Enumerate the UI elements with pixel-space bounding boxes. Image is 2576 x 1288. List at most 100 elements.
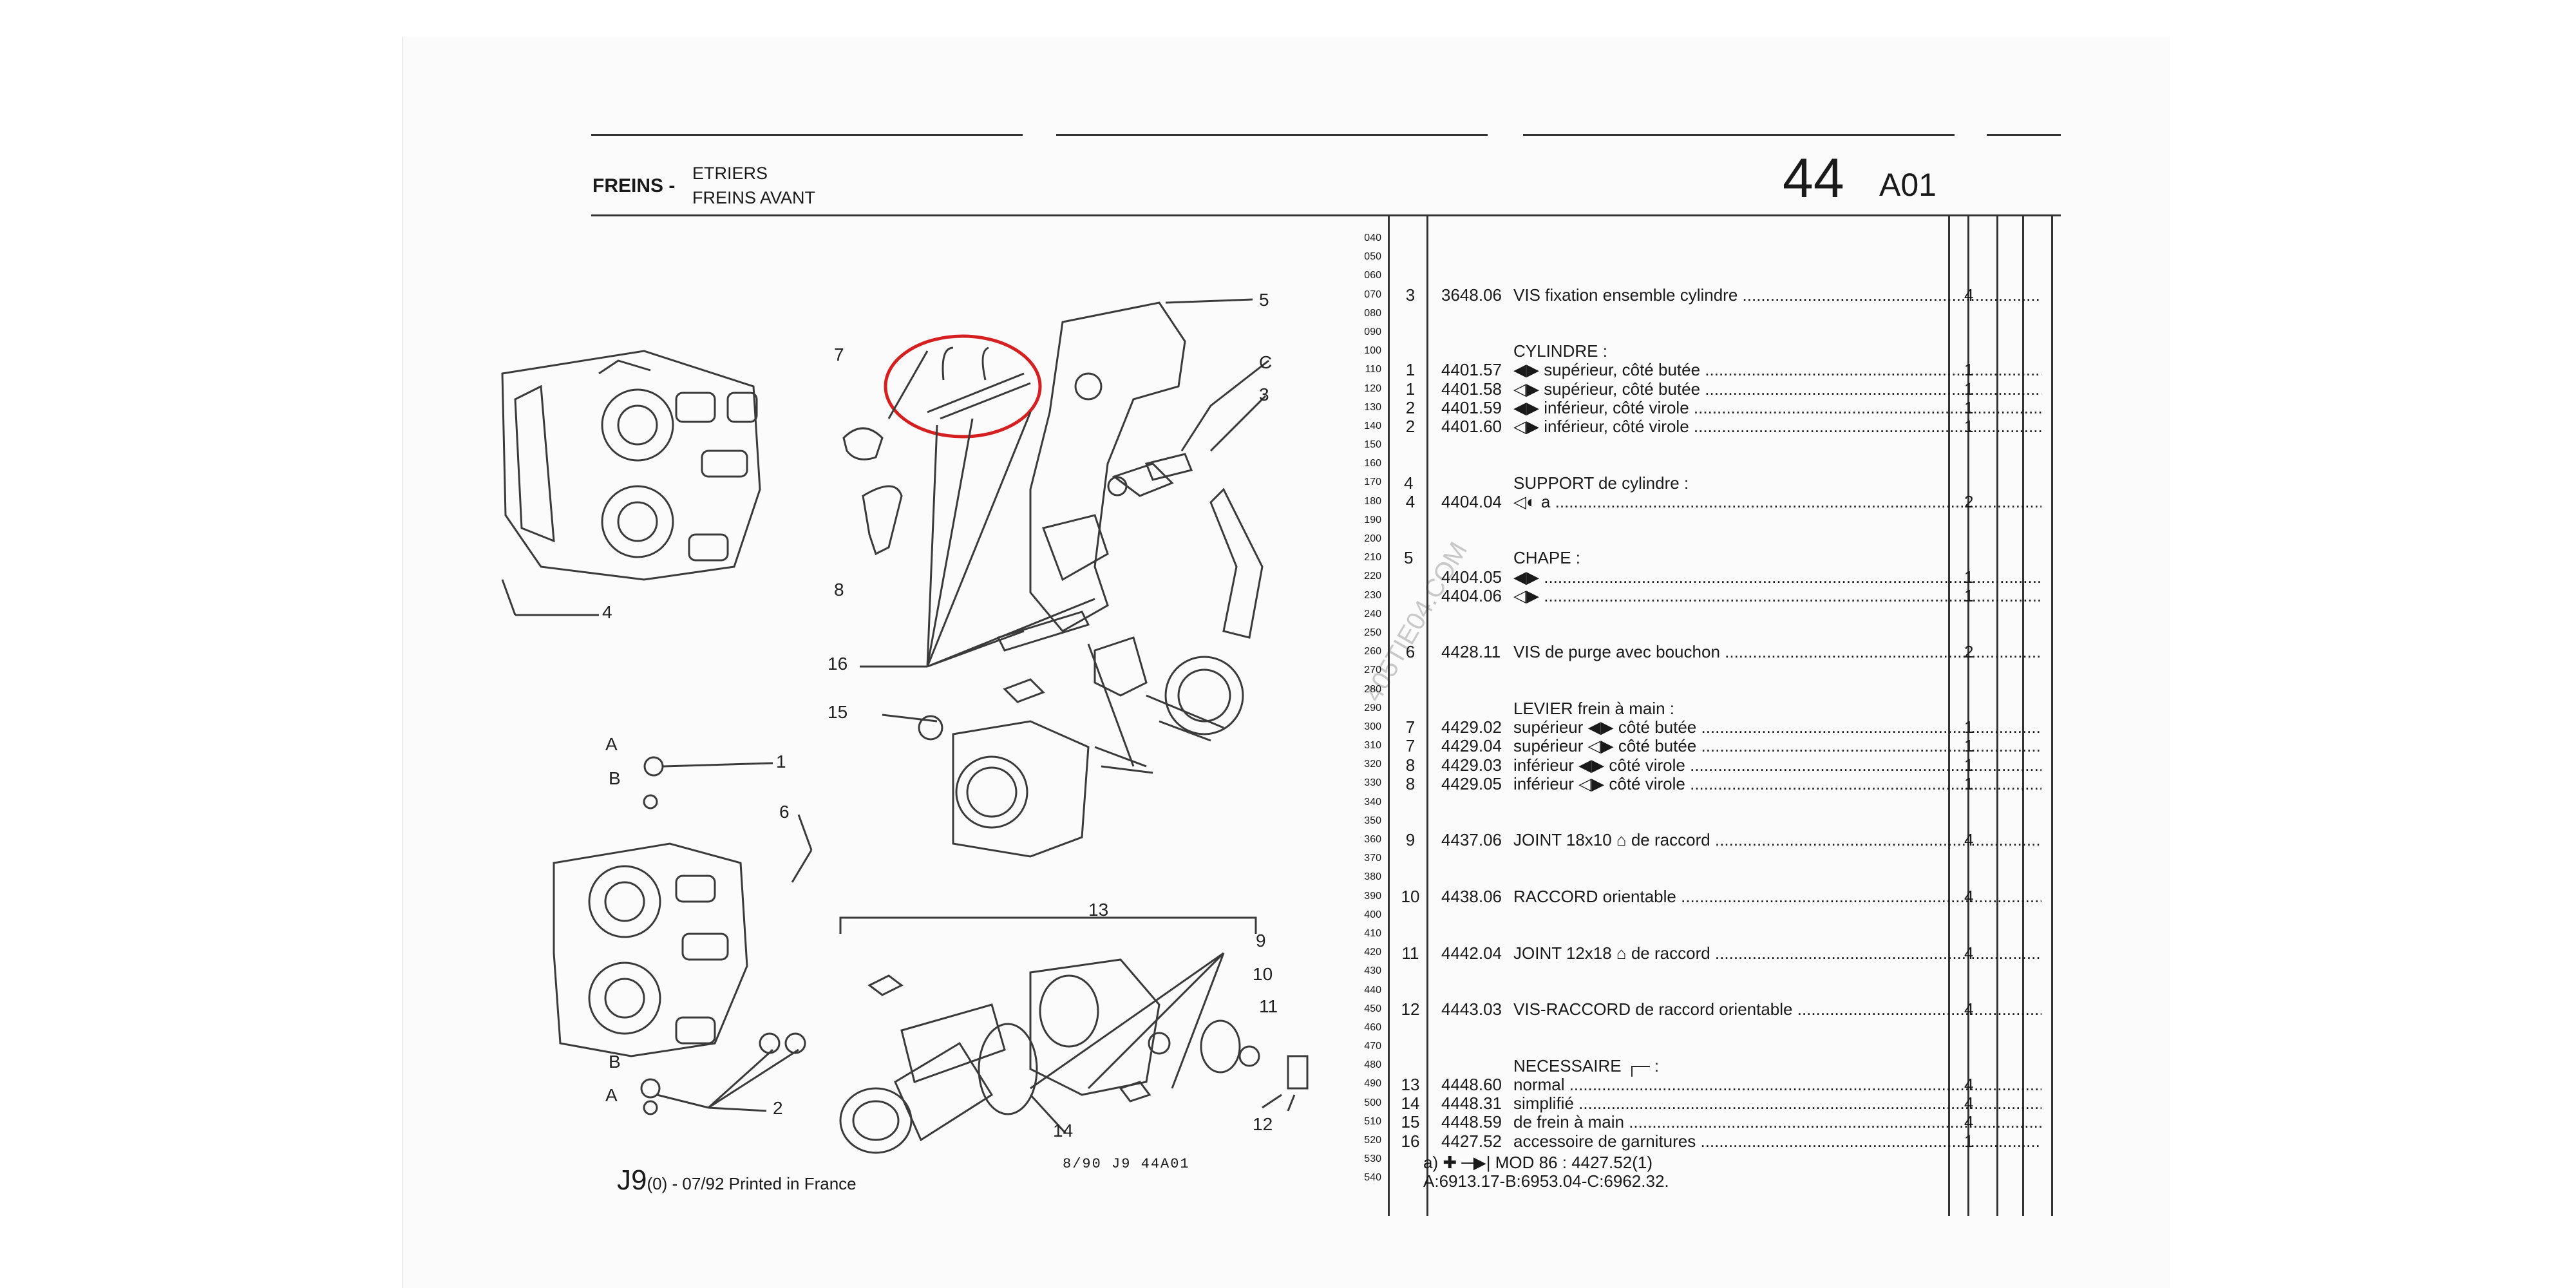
part-rep: 4 xyxy=(1405,491,1416,511)
line-number: 300 xyxy=(1364,721,1381,732)
callout-6: 6 xyxy=(779,802,790,822)
line-number: 370 xyxy=(1364,853,1381,864)
part-rep: 7 xyxy=(1405,717,1416,737)
part-description: normal xyxy=(1513,1075,2041,1095)
part-description-text: inférieur ◁▶ côté virole xyxy=(1513,774,2041,793)
part-description-text: JOINT 12x18 ⌂ de raccord xyxy=(1513,943,2041,963)
grid-line xyxy=(2022,214,2024,1216)
part-description: supérieur ◀▶ côté butée xyxy=(1513,717,2041,737)
part-reference: 4442.04 xyxy=(1441,943,1502,963)
part-description: ◀▶ xyxy=(1513,567,2041,587)
part-reference: 4428.11 xyxy=(1441,642,1501,662)
document-code-main: J9 xyxy=(617,1164,647,1196)
part-quantity: 1 xyxy=(1964,1131,1974,1151)
grid-line xyxy=(2051,214,2053,1216)
part-rep: 9 xyxy=(1405,830,1416,850)
callout-9: 9 xyxy=(1256,931,1266,951)
line-number: 330 xyxy=(1364,777,1381,789)
part-reference: 4401.57 xyxy=(1441,360,1502,380)
part-reference: 4401.60 xyxy=(1441,417,1502,436)
line-number: 040 xyxy=(1364,232,1381,243)
part-description: ◁▶ xyxy=(1513,586,2041,606)
document-code-suffix: (0) - 07/92 Printed in France xyxy=(647,1174,857,1193)
part-quantity: 1 xyxy=(1964,736,1974,756)
line-number: 360 xyxy=(1364,834,1381,845)
caliper-assembly-top xyxy=(501,350,761,581)
part-description-text: normal xyxy=(1513,1075,2041,1094)
line-number: 420 xyxy=(1364,947,1381,958)
grid-line xyxy=(1948,214,1950,1216)
part-reference: 4404.05 xyxy=(1441,567,1502,587)
section-heading: SUPPORT de cylindre : xyxy=(1513,473,1689,493)
part-rep: 13 xyxy=(1401,1075,1420,1094)
part-quantity: 4 xyxy=(1964,943,1974,963)
line-number: 490 xyxy=(1364,1078,1381,1090)
part-reference: 4429.02 xyxy=(1441,717,1502,737)
part-quantity: 1 xyxy=(1964,567,1974,587)
callout-A-bottom: A xyxy=(605,1085,618,1105)
callout-12: 12 xyxy=(1253,1114,1273,1134)
line-number: 390 xyxy=(1364,890,1381,902)
callout-10: 10 xyxy=(1253,964,1273,984)
part-reference: 4448.59 xyxy=(1441,1112,1502,1132)
part-quantity: 4 xyxy=(1964,887,1974,906)
part-description: ◁◐ a xyxy=(1513,492,2041,512)
part-quantity: 1 xyxy=(1964,585,1974,605)
caliper-assembly-bottom xyxy=(553,756,806,1115)
line-number: 510 xyxy=(1364,1115,1381,1127)
part-rep: 1 xyxy=(1405,379,1416,399)
part-rep: 10 xyxy=(1401,887,1420,906)
line-number: 060 xyxy=(1364,270,1381,281)
callout-11: 11 xyxy=(1259,996,1278,1016)
part-reference: 4401.58 xyxy=(1441,379,1502,399)
grid-line xyxy=(1388,214,1390,1216)
part-description-text: supérieur ◀▶ côté butée xyxy=(1513,717,2041,737)
part-description: RACCORD orientable xyxy=(1513,887,2041,907)
part-quantity: 4 xyxy=(1964,1075,1974,1094)
part-description-text: simplifié xyxy=(1513,1094,2041,1113)
exploded-diagram: 7 5 C 3 4 8 16 15 A B 1 6 13 9 10 11 B A… xyxy=(501,290,1309,1154)
callout-1: 1 xyxy=(776,752,786,772)
part-rep: 2 xyxy=(1405,417,1416,436)
part-rep: 6 xyxy=(1405,642,1416,662)
part-description-text: ◀▶ supérieur, côté butée xyxy=(1513,360,2041,379)
line-number: 460 xyxy=(1364,1021,1381,1033)
highlight-circle xyxy=(884,334,1042,439)
group-number: 44 xyxy=(1783,147,1844,209)
part-reference: 4429.03 xyxy=(1441,755,1502,775)
callout-4: 4 xyxy=(602,602,612,622)
part-description: inférieur ◁▶ côté virole xyxy=(1513,774,2041,794)
part-quantity: 2 xyxy=(1964,642,1974,662)
section-heading: NECESSAIRE ┌─ : xyxy=(1513,1056,1660,1075)
part-rep: 8 xyxy=(1405,755,1416,775)
line-number: 290 xyxy=(1364,702,1381,714)
part-description: ◁▶ supérieur, côté butée xyxy=(1513,379,2041,399)
line-number: 520 xyxy=(1364,1135,1381,1146)
part-quantity: 1 xyxy=(1964,417,1974,436)
line-number: 070 xyxy=(1364,289,1381,300)
part-description-text: RACCORD orientable xyxy=(1513,887,2041,906)
part-reference: 4429.04 xyxy=(1441,736,1502,756)
part-description-text: ◀▶ xyxy=(1513,567,2041,587)
callout-16: 16 xyxy=(828,654,848,674)
table-row: 4404.06◁▶1 xyxy=(1391,585,2041,605)
line-number: 100 xyxy=(1364,345,1381,357)
top-rule-4 xyxy=(1987,134,2061,136)
part-description: ◀▶ inférieur, côté virole xyxy=(1513,398,2041,418)
line-number: 180 xyxy=(1364,495,1381,507)
part-quantity: 4 xyxy=(1964,1094,1974,1113)
footnote: A:6913.17-B:6953.04-C:6962.32. xyxy=(1423,1171,1669,1191)
part-description: VIS de purge avec bouchon xyxy=(1513,642,2041,662)
piston-kit xyxy=(839,958,1309,1154)
line-number: 410 xyxy=(1364,927,1381,939)
part-description-text: accessoire de garnitures xyxy=(1513,1132,2041,1151)
part-quantity: 1 xyxy=(1964,360,1974,380)
